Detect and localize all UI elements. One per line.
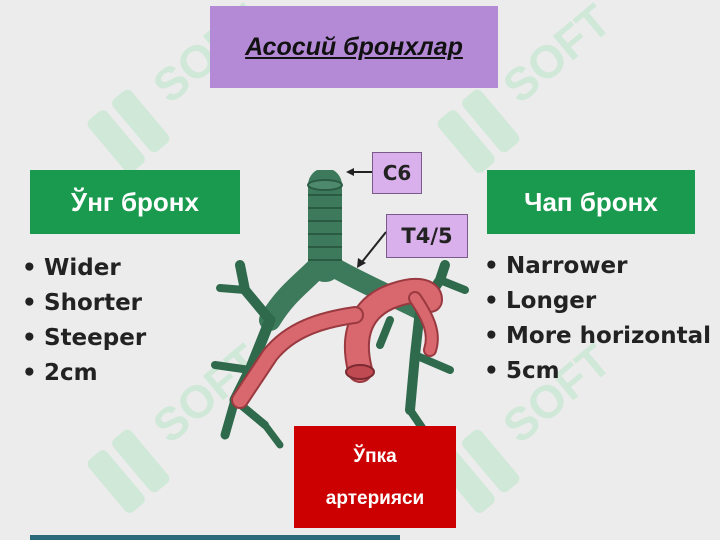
right-bronchus-list: Wider Shorter Steeper 2cm xyxy=(22,251,146,391)
list-item: Steeper xyxy=(22,321,146,356)
bottom-divider xyxy=(30,535,400,540)
left-bronchus-label-box: Чап бронх xyxy=(487,170,695,234)
list-item: Narrower xyxy=(484,249,711,284)
pulmonary-artery-illustration xyxy=(231,277,443,409)
pulmonary-artery-label-box: Ўпка артерияси xyxy=(294,426,456,528)
t45-label: T4/5 xyxy=(401,224,453,248)
list-item: Shorter xyxy=(22,286,146,321)
list-item: 2cm xyxy=(22,356,146,391)
list-item: More horizontal xyxy=(484,319,711,354)
c6-level-tag: C6 xyxy=(372,152,422,194)
t45-level-tag: T4/5 xyxy=(386,214,468,258)
pulmonary-artery-label-line2: артерияси xyxy=(325,488,425,509)
watermark-logo-icon xyxy=(437,89,520,173)
page-title: Асосий бронхлар xyxy=(245,32,463,61)
list-item: 5cm xyxy=(484,354,711,389)
right-bronchus-label: Ўнг бронх xyxy=(71,186,199,217)
left-bronchus-list: Narrower Longer More horizontal 5cm xyxy=(484,249,711,389)
title-box: Асосий бронхлар xyxy=(210,6,498,88)
watermark-logo-icon xyxy=(87,89,170,173)
c6-label: C6 xyxy=(382,161,412,185)
right-bronchus-label-box: Ўнг бронх xyxy=(30,170,240,234)
list-item: Wider xyxy=(22,251,146,286)
pulmonary-artery-label-line1: Ўпка xyxy=(353,446,397,467)
watermark-logo-icon xyxy=(87,429,170,513)
list-item: Longer xyxy=(484,284,711,319)
left-bronchus-label: Чап бронх xyxy=(524,186,658,217)
